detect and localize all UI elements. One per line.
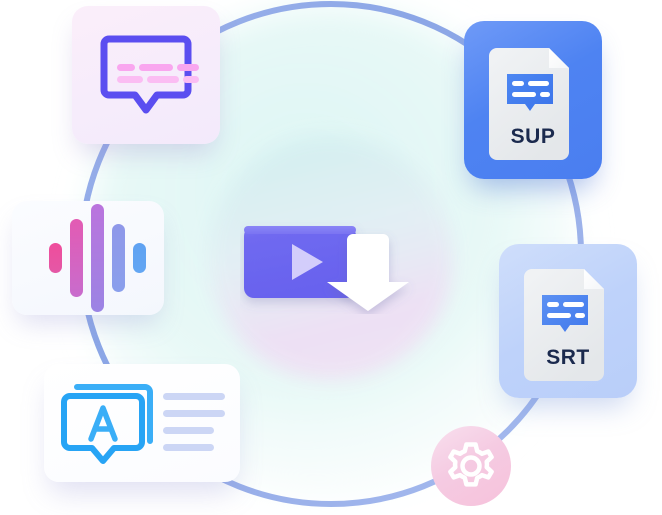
- file-page-icon-sup: [489, 48, 569, 160]
- file-tile-sup[interactable]: SUP: [464, 21, 602, 179]
- translate-card[interactable]: Translate subtitle card: [44, 364, 240, 482]
- subtitle-card[interactable]: Subtitle speech bubble card: [72, 6, 220, 144]
- file-page-sup: SUP: [489, 40, 577, 160]
- waveform-icon: [49, 204, 146, 312]
- file-page-icon-srt: [524, 269, 604, 381]
- file-page-srt: SRT: [524, 261, 612, 381]
- file-label-sup: SUP: [510, 125, 556, 148]
- file-tile-srt[interactable]: SRT: [499, 244, 637, 398]
- settings-gear-badge[interactable]: Settings gear badge: [428, 423, 514, 509]
- video-download-icon[interactable]: Video player with download arrow: [240, 204, 420, 314]
- gear-icon: [431, 426, 511, 506]
- audio-waveform-card[interactable]: Audio waveform card: [12, 201, 164, 315]
- translate-icon: [61, 384, 225, 464]
- subtitle-bubble-icon: [100, 35, 199, 114]
- file-label-srt: SRT: [546, 346, 590, 369]
- video-download-svg: [244, 226, 409, 311]
